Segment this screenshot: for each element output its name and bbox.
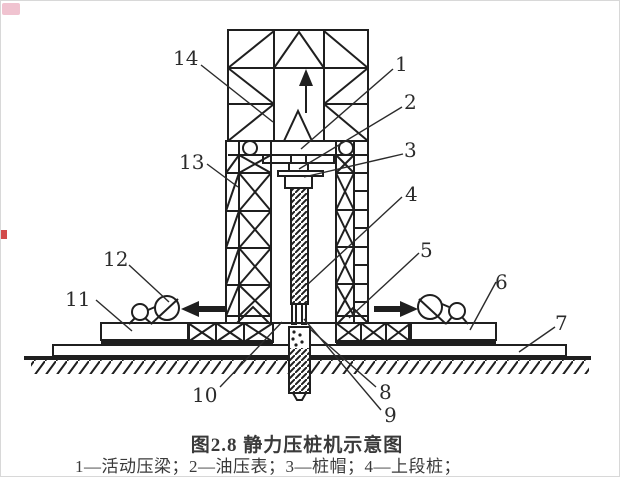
right-winch <box>417 294 469 325</box>
right-counterweight-platform <box>335 322 497 345</box>
right-arrow-icon <box>374 301 418 317</box>
callout-leaders <box>95 64 556 411</box>
callout-14: 14 <box>173 46 198 70</box>
callout-4: 4 <box>405 182 418 206</box>
left-winch <box>128 295 180 325</box>
callout-8: 8 <box>379 380 392 404</box>
figure-caption-title: 图2.8 静力压桩机示意图 <box>190 435 404 456</box>
callout-12: 12 <box>103 247 128 271</box>
right-lattice-column <box>335 140 369 324</box>
callout-labels: 1 2 3 4 5 6 7 8 9 10 11 12 13 14 <box>65 46 568 427</box>
callout-1: 1 <box>395 52 408 76</box>
up-arrow-icon <box>299 69 313 113</box>
lower-pile-segment <box>288 326 311 401</box>
left-roller <box>242 140 258 156</box>
callout-2: 2 <box>404 90 417 114</box>
left-arrow-icon <box>181 301 225 317</box>
callout-3: 3 <box>404 138 417 162</box>
upper-pile-segment <box>290 187 309 325</box>
oil-pressure-gauge <box>288 162 309 172</box>
pile-cap <box>284 175 313 189</box>
callout-9: 9 <box>384 403 397 427</box>
image-artifact <box>1 230 7 239</box>
callout-7: 7 <box>555 311 568 335</box>
callout-10: 10 <box>192 383 217 407</box>
callout-13: 13 <box>179 150 204 174</box>
tower-head-frame <box>227 29 369 142</box>
callout-6: 6 <box>495 270 508 294</box>
callout-11: 11 <box>65 287 90 311</box>
left-lattice-column <box>225 140 272 324</box>
image-artifact <box>2 3 20 15</box>
left-counterweight-platform <box>100 322 274 345</box>
figure-caption-legend: 1—活动压梁；2—油压表；3—桩帽；4—上段桩； <box>75 457 461 476</box>
callout-5: 5 <box>420 238 433 262</box>
